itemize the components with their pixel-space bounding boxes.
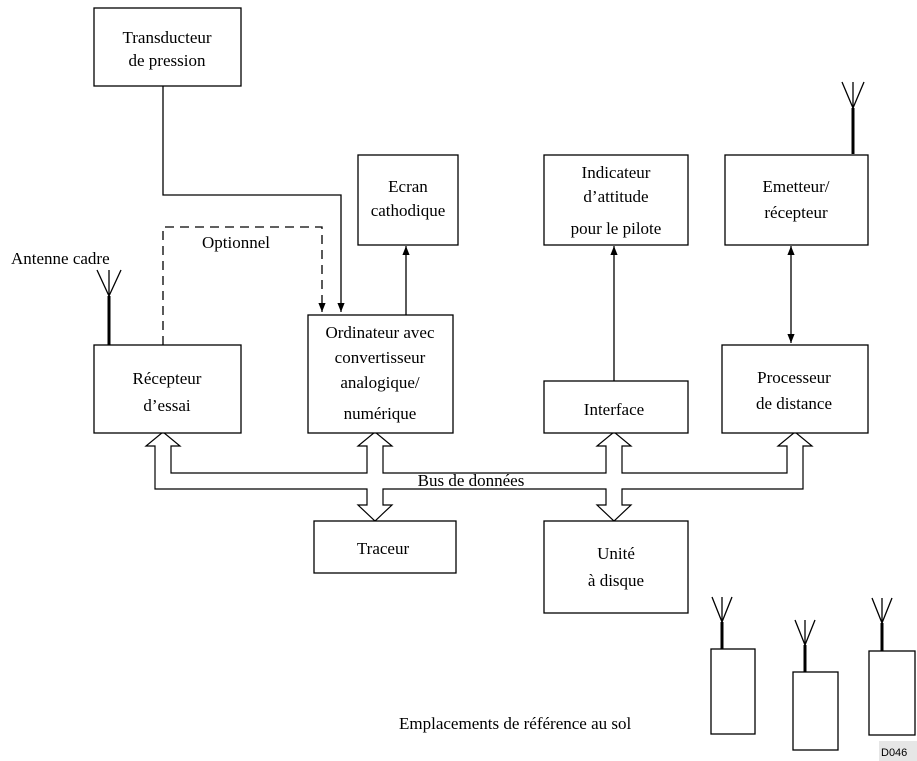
ground-references-label: Emplacements de référence au sol xyxy=(399,714,631,733)
distance-label-2: de distance xyxy=(756,394,832,413)
data-bus: Bus de données xyxy=(144,431,814,522)
attitude-indicator-box: Indicateur d’attitude pour le pilote xyxy=(543,154,689,246)
figure-code: D046 xyxy=(881,747,907,759)
transceiver-antenna-icon xyxy=(841,81,865,154)
receiver-label-1: Récepteur xyxy=(133,369,202,388)
screen-label-1: Ecran xyxy=(388,177,428,196)
attitude-label-1: Indicateur xyxy=(582,163,651,182)
ground-reference-stations xyxy=(710,596,916,751)
pressure-line xyxy=(162,86,345,312)
plotter-box: Traceur xyxy=(313,520,457,574)
transceiver-label-1: Emetteur/ xyxy=(762,177,829,196)
distance-processor-box: Processeur de distance xyxy=(721,344,869,434)
loop-antenna-label: Antenne cadre xyxy=(11,249,110,268)
interface-label: Interface xyxy=(584,400,644,419)
attitude-label-2: d’attitude xyxy=(583,187,648,206)
distance-label-1: Processeur xyxy=(757,368,831,387)
screen-label-2: cathodique xyxy=(371,201,446,220)
optional-line xyxy=(162,226,326,345)
loop-antenna-icon xyxy=(96,269,122,345)
connectors xyxy=(162,86,795,381)
disk-unit-box: Unité à disque xyxy=(543,520,689,614)
test-receiver-box: Récepteur d’essai xyxy=(93,344,242,434)
receiver-label-2: d’essai xyxy=(143,396,190,415)
computer-label-3: analogique/ xyxy=(340,373,420,392)
ground-station-2 xyxy=(792,619,839,751)
ground-station-1 xyxy=(710,596,756,735)
transducer-box: Transducteur de pression xyxy=(93,7,242,87)
computer-label-1: Ordinateur avec xyxy=(325,323,434,342)
transducer-label-2: de pression xyxy=(129,51,206,70)
interface-box: Interface xyxy=(543,380,689,434)
disk-label-1: Unité xyxy=(597,544,635,563)
transceiver-box: Emetteur/ récepteur xyxy=(724,154,869,246)
computer-label-2: convertisseur xyxy=(335,348,426,367)
computer-box: Ordinateur avec convertisseur analogique… xyxy=(307,314,454,434)
transceiver-label-2: récepteur xyxy=(764,203,828,222)
disk-label-2: à disque xyxy=(588,571,644,590)
transducer-label-1: Transducteur xyxy=(122,28,211,47)
optional-label: Optionnel xyxy=(202,233,270,252)
plotter-label: Traceur xyxy=(357,539,410,558)
computer-label-4: numérique xyxy=(344,404,417,423)
attitude-label-3: pour le pilote xyxy=(571,219,662,238)
screen-box: Ecran cathodique xyxy=(357,154,459,246)
data-bus-label: Bus de données xyxy=(418,471,525,490)
figure-code-tag: D046 xyxy=(879,741,917,761)
ground-station-3 xyxy=(868,597,916,736)
